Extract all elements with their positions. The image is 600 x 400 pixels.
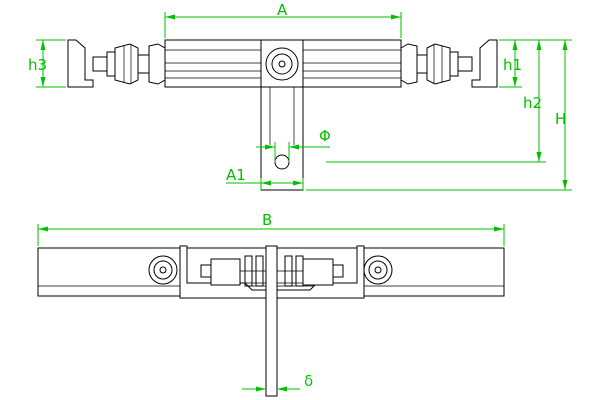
dim-h2-arrow-bottom <box>536 152 542 162</box>
dim-a1-arrow-right <box>293 180 303 186</box>
left-flange <box>148 43 166 85</box>
left-top-roller-outer <box>148 255 178 285</box>
front-view <box>67 39 498 191</box>
dim-h1-label: h1 <box>503 56 522 74</box>
dim-delta-arrow-right <box>277 386 287 392</box>
left-roller-housing <box>114 43 139 85</box>
front-view-dimensions: A h3 h1 h2 H A1 <box>28 1 572 191</box>
dim-h3-label: h3 <box>28 56 47 74</box>
dim-a-label: A <box>277 1 288 19</box>
dim-delta-label: δ <box>304 372 313 390</box>
right-flange <box>400 43 418 85</box>
dim-delta-arrow-left <box>256 386 266 392</box>
left-bracket <box>67 39 94 88</box>
left-guide-block <box>210 258 241 286</box>
right-collar <box>449 51 459 77</box>
center-roller-mid <box>271 53 293 75</box>
dim-b-arrow-right <box>494 226 504 232</box>
dim-h2-label: h2 <box>523 94 542 112</box>
dim-H-arrow-bottom <box>562 180 568 190</box>
right-roller-housing <box>426 43 451 85</box>
right-top-roller-mid <box>368 260 388 280</box>
right-guide-block <box>302 258 334 286</box>
right-top-roller-outer <box>363 255 393 285</box>
dim-phi-label: Φ <box>319 127 331 145</box>
dim-a1-label: A1 <box>226 166 246 184</box>
left-top-roller-mid <box>153 260 173 280</box>
dim-H-label: H <box>555 110 566 128</box>
right-bracket <box>471 39 498 88</box>
dim-a-arrow-right <box>391 14 401 20</box>
right-pin <box>457 56 473 72</box>
dim-h3-arrow-top <box>40 40 46 50</box>
dim-b-arrow-left <box>38 226 48 232</box>
plate-stem <box>265 245 278 397</box>
center-roller-pin <box>278 60 286 68</box>
dim-H-arrow-top <box>562 40 568 50</box>
left-shaft <box>137 54 150 74</box>
top-view-dimensions: B δ <box>37 211 505 392</box>
dim-phi-arrow-right <box>289 144 299 150</box>
dim-h2-arrow-top <box>536 40 542 50</box>
dim-a-arrow-left <box>165 14 175 20</box>
center-roller-outer <box>265 47 299 81</box>
right-top-roller-pin <box>374 266 382 274</box>
vertical-plate <box>260 86 304 191</box>
left-pin <box>92 56 108 72</box>
right-shaft <box>416 54 428 74</box>
left-top-roller-pin <box>159 266 167 274</box>
right-side-pin <box>332 264 344 278</box>
dim-a1-arrow-left <box>261 180 271 186</box>
dim-h3-arrow-bottom <box>40 77 46 87</box>
dim-phi-arrow-left <box>265 144 275 150</box>
dim-b-label: B <box>262 211 272 229</box>
left-side-pin <box>200 264 212 278</box>
dim-h1-arrow-bottom <box>512 77 518 87</box>
left-collar <box>106 51 116 77</box>
top-view <box>37 245 505 397</box>
dim-h1-arrow-top <box>512 40 518 50</box>
